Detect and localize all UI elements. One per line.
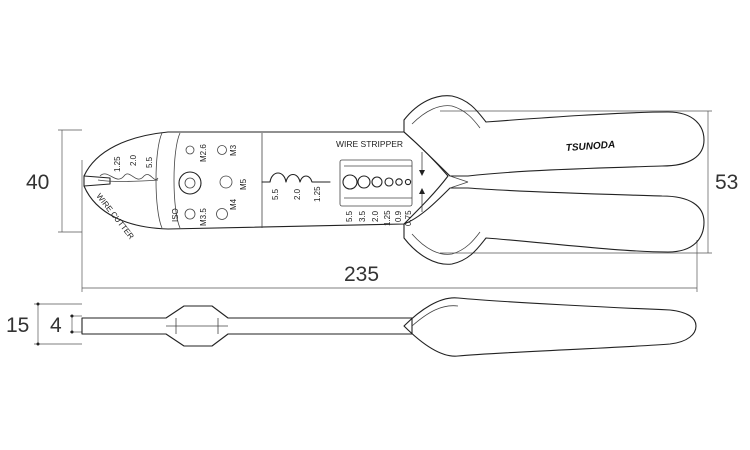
strip-hole-5-5 [342,174,358,190]
strip-size-label: 1.25 [383,210,392,226]
iso-label: ISO [171,208,180,222]
crimp-size-label: 2.0 [129,154,138,166]
crimp-notch-label: 1.25 [313,186,322,202]
strip-size-label: 3.5 [358,210,367,222]
pliers-side-view [34,297,697,357]
lower-handle-grip-edge [411,231,481,255]
upper-handle [403,95,705,177]
stripper-plate [339,159,413,207]
side-pivot-edges [175,318,219,334]
screw-hole-m3-5 [184,208,196,220]
dim-dot [70,330,74,334]
side-handle [403,297,697,357]
jaw-crimp-groove [99,173,159,180]
strip-size-label: 0.75 [404,210,413,226]
dim-dot [70,314,74,318]
handle-joint-lower [449,181,469,189]
pivot-bolt-outer [178,171,202,195]
lower-handle [403,187,705,265]
dimension-handle-thickness: 15 [6,314,29,337]
wire-stripper-holes [339,159,413,207]
strip-size-label: 5.5 [345,210,354,222]
dimension-jaw-height: 40 [26,171,49,194]
dimension-handle-height: 53 [715,171,738,194]
crimp-size-label: 1.25 [113,156,122,172]
crimp-notch-label: 5.5 [271,188,280,200]
screw-hole-label: M3.5 [199,208,208,226]
dimension-head-thickness: 4 [50,314,62,337]
handle-joint-upper [449,175,469,183]
strip-size-label: 2.0 [371,210,380,222]
strip-hole-3-5 [357,175,371,189]
brand-logo: TSUNODA [565,140,615,154]
pliers-top-view [58,95,712,292]
jaw-section-line [155,132,163,229]
annotations: 40 53 235 15 4 TSUNODA WIRE STRIPPER WIR… [6,139,738,337]
pivot-bolt-inner [184,177,196,189]
wire-stripper-label: WIRE STRIPPER [336,139,403,149]
screw-hole-label: M2.6 [199,144,208,162]
strip-size-label: 0.9 [394,210,403,222]
screw-hole-label: M4 [229,198,238,210]
cutter-blade-line [97,179,159,182]
screw-hole-m2-6 [185,145,195,155]
screw-hole-label: M3 [229,144,238,156]
dim-dot [36,302,40,306]
upper-handle-grip-edge [411,105,481,129]
arrowhead-up-icon [419,188,425,194]
side-head-body [81,305,413,347]
strip-hole-2-0 [371,176,383,188]
arrowhead-down-icon [419,170,425,176]
pliers-head-outline [83,131,449,230]
crimp-notch-label: 2.0 [293,188,302,200]
body-section-line [173,132,181,229]
dimension-length: 235 [344,263,379,286]
screw-hole-m5 [219,175,233,189]
side-handle-grip-edge [411,305,459,327]
crimp-size-label: 5.5 [145,156,154,168]
screw-hole-m3 [217,145,227,155]
wire-cutter-label: WIRE CUTTER [94,192,135,241]
strip-hole-1-25 [384,177,394,187]
screw-hole-m4 [216,208,228,220]
dim-dot [36,342,40,346]
strip-hole-0-9 [395,178,403,186]
screw-hole-label: M5 [239,178,248,190]
strip-hole-0-75 [404,178,412,186]
crimp-notches [261,172,331,183]
